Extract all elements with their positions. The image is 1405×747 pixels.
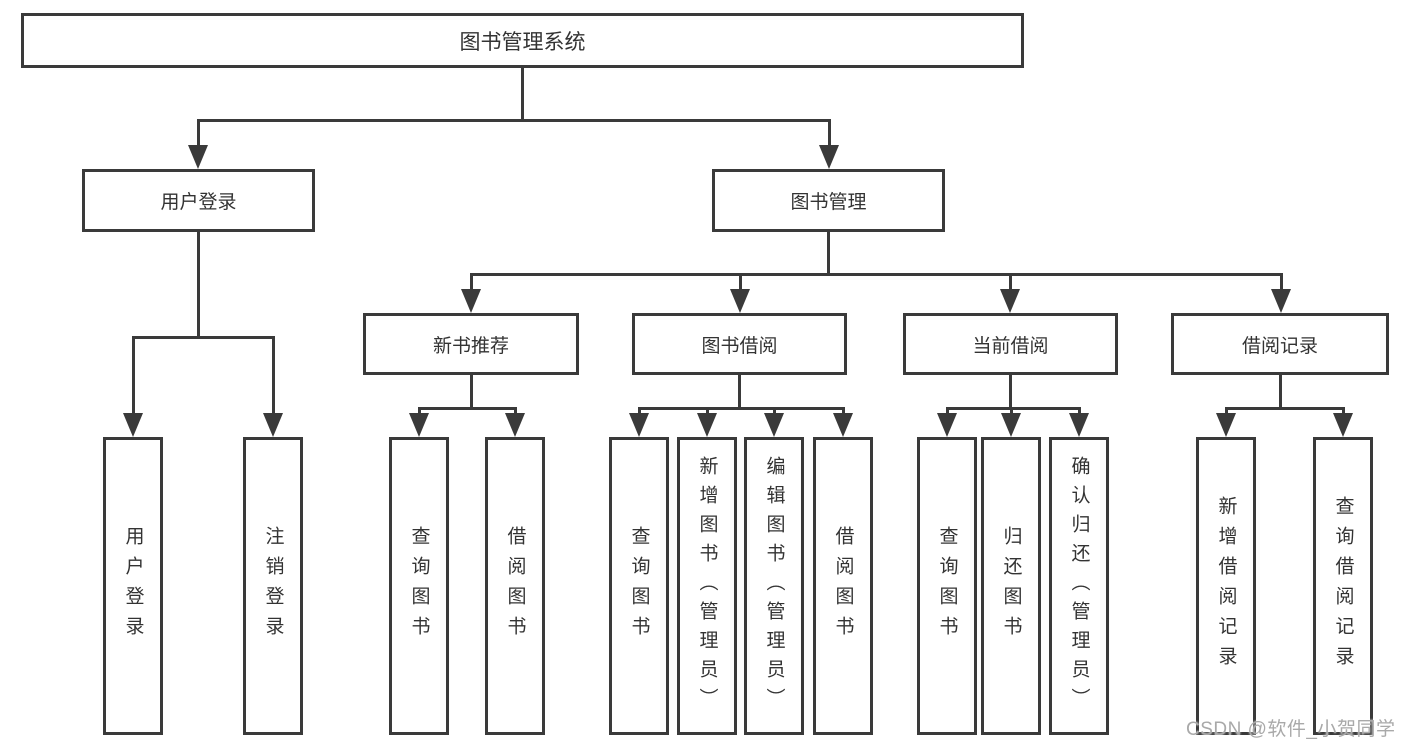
arrow-to-leaf-logout bbox=[263, 413, 283, 437]
connector-to-current-borrow bbox=[1009, 273, 1012, 291]
arrow-to-leaf-user-login bbox=[123, 413, 143, 437]
node-book-mgmt-label: 图书管理 bbox=[790, 192, 867, 213]
connector-to-user-login bbox=[197, 119, 200, 147]
node-leaf-bb-edit-label: 编辑图书（管理员） bbox=[763, 455, 785, 717]
arrow-to-leaf-nb-borrow bbox=[505, 413, 525, 437]
arrow-to-user-login bbox=[188, 145, 208, 169]
connector-book-mgmt-drop bbox=[827, 232, 830, 275]
connector-book-borrow-split bbox=[638, 407, 845, 410]
connector-book-mgmt-split bbox=[470, 273, 1282, 276]
connector-book-borrow-drop bbox=[738, 375, 741, 409]
connector-new-book-rec-drop bbox=[470, 375, 473, 409]
connector-to-leaf-bb-query bbox=[638, 407, 641, 415]
connector-current-borrow-split bbox=[946, 407, 1081, 410]
arrow-to-leaf-cb-return bbox=[1001, 413, 1021, 437]
node-leaf-cb-confirm-label: 确认归还（管理员） bbox=[1068, 455, 1090, 717]
node-leaf-cb-confirm: 确认归还（管理员） bbox=[1049, 437, 1109, 735]
arrow-to-leaf-cb-query bbox=[937, 413, 957, 437]
node-borrow-record: 借阅记录 bbox=[1171, 313, 1389, 375]
connector-to-book-borrow bbox=[739, 273, 742, 291]
connector-to-leaf-cb-confirm bbox=[1078, 407, 1081, 415]
node-leaf-nb-query-label: 查询图书 bbox=[408, 526, 430, 646]
node-leaf-logout-label: 注销登录 bbox=[262, 526, 284, 646]
connector-to-leaf-bb-edit bbox=[773, 407, 776, 415]
node-leaf-cb-return: 归还图书 bbox=[981, 437, 1041, 735]
arrow-to-leaf-bb-add bbox=[697, 413, 717, 437]
node-borrow-record-label: 借阅记录 bbox=[1241, 335, 1318, 357]
node-current-borrow: 当前借阅 bbox=[903, 313, 1118, 375]
connector-to-leaf-logout bbox=[272, 336, 275, 415]
connector-to-leaf-nb-borrow bbox=[514, 407, 517, 415]
node-leaf-bb-add: 新增图书（管理员） bbox=[677, 437, 737, 735]
connector-to-new-book-rec bbox=[470, 273, 473, 291]
node-book-borrow-label: 图书借阅 bbox=[701, 335, 778, 357]
connector-current-borrow-drop bbox=[1009, 375, 1012, 409]
arrow-to-leaf-bb-borrow bbox=[833, 413, 853, 437]
node-leaf-bb-add-label: 新增图书（管理员） bbox=[696, 455, 718, 717]
connector-to-borrow-record bbox=[1280, 273, 1283, 291]
node-leaf-cb-query: 查询图书 bbox=[917, 437, 977, 735]
node-current-borrow-label: 当前借阅 bbox=[972, 335, 1049, 357]
node-leaf-br-add: 新增借阅记录 bbox=[1196, 437, 1256, 735]
arrow-to-book-mgmt bbox=[819, 145, 839, 169]
connector-to-leaf-cb-query bbox=[946, 407, 949, 415]
arrow-to-leaf-bb-edit bbox=[764, 413, 784, 437]
arrow-to-leaf-br-query bbox=[1333, 413, 1353, 437]
node-leaf-bb-borrow-label: 借阅图书 bbox=[832, 526, 854, 646]
node-leaf-nb-borrow-label: 借阅图书 bbox=[504, 526, 526, 646]
node-leaf-br-query: 查询借阅记录 bbox=[1313, 437, 1373, 735]
arrow-to-leaf-nb-query bbox=[409, 413, 429, 437]
csdn-watermark: CSDN @软件_小贺同学 bbox=[1186, 719, 1396, 740]
connector-borrow-record-split bbox=[1225, 407, 1345, 410]
arrow-to-leaf-br-add bbox=[1216, 413, 1236, 437]
node-leaf-cb-query-label: 查询图书 bbox=[936, 526, 958, 646]
connector-to-leaf-bb-add bbox=[706, 407, 709, 415]
connector-new-book-rec-split bbox=[418, 407, 517, 410]
node-leaf-bb-borrow: 借阅图书 bbox=[813, 437, 873, 735]
node-leaf-bb-edit: 编辑图书（管理员） bbox=[744, 437, 804, 735]
connector-user-login-drop bbox=[197, 232, 200, 338]
node-leaf-user-login-label: 用户登录 bbox=[122, 526, 144, 646]
connector-to-leaf-nb-query bbox=[418, 407, 421, 415]
node-leaf-br-add-label: 新增借阅记录 bbox=[1215, 496, 1237, 676]
node-root-label: 图书管理系统 bbox=[459, 30, 586, 54]
connector-root-split bbox=[197, 119, 831, 122]
arrow-to-current-borrow bbox=[1000, 289, 1020, 313]
connector-to-leaf-bb-borrow bbox=[842, 407, 845, 415]
connector-to-leaf-user-login bbox=[132, 336, 135, 415]
node-leaf-nb-query: 查询图书 bbox=[389, 437, 449, 735]
node-new-book-rec-label: 新书推荐 bbox=[432, 335, 509, 357]
node-leaf-br-query-label: 查询借阅记录 bbox=[1332, 496, 1354, 676]
node-leaf-nb-borrow: 借阅图书 bbox=[485, 437, 545, 735]
connector-to-book-mgmt bbox=[828, 119, 831, 147]
node-root: 图书管理系统 bbox=[21, 13, 1024, 68]
connector-to-leaf-br-query bbox=[1342, 407, 1345, 415]
arrow-to-book-borrow bbox=[730, 289, 750, 313]
arrow-to-borrow-record bbox=[1271, 289, 1291, 313]
arrow-to-leaf-cb-confirm bbox=[1069, 413, 1089, 437]
node-new-book-rec: 新书推荐 bbox=[363, 313, 579, 375]
arrow-to-leaf-bb-query bbox=[629, 413, 649, 437]
node-book-borrow: 图书借阅 bbox=[632, 313, 847, 375]
node-book-mgmt: 图书管理 bbox=[712, 169, 945, 232]
node-leaf-bb-query: 查询图书 bbox=[609, 437, 669, 735]
node-leaf-cb-return-label: 归还图书 bbox=[1000, 526, 1022, 646]
connector-borrow-record-drop bbox=[1279, 375, 1282, 409]
node-leaf-user-login: 用户登录 bbox=[103, 437, 163, 735]
connector-to-leaf-cb-return bbox=[1010, 407, 1013, 415]
node-user-login-label: 用户登录 bbox=[160, 192, 237, 213]
connector-root-drop bbox=[521, 68, 524, 121]
connector-to-leaf-br-add bbox=[1225, 407, 1228, 415]
node-leaf-logout: 注销登录 bbox=[243, 437, 303, 735]
connector-user-login-split bbox=[132, 336, 275, 339]
arrow-to-new-book-rec bbox=[461, 289, 481, 313]
node-leaf-bb-query-label: 查询图书 bbox=[628, 526, 650, 646]
node-user-login: 用户登录 bbox=[82, 169, 315, 232]
